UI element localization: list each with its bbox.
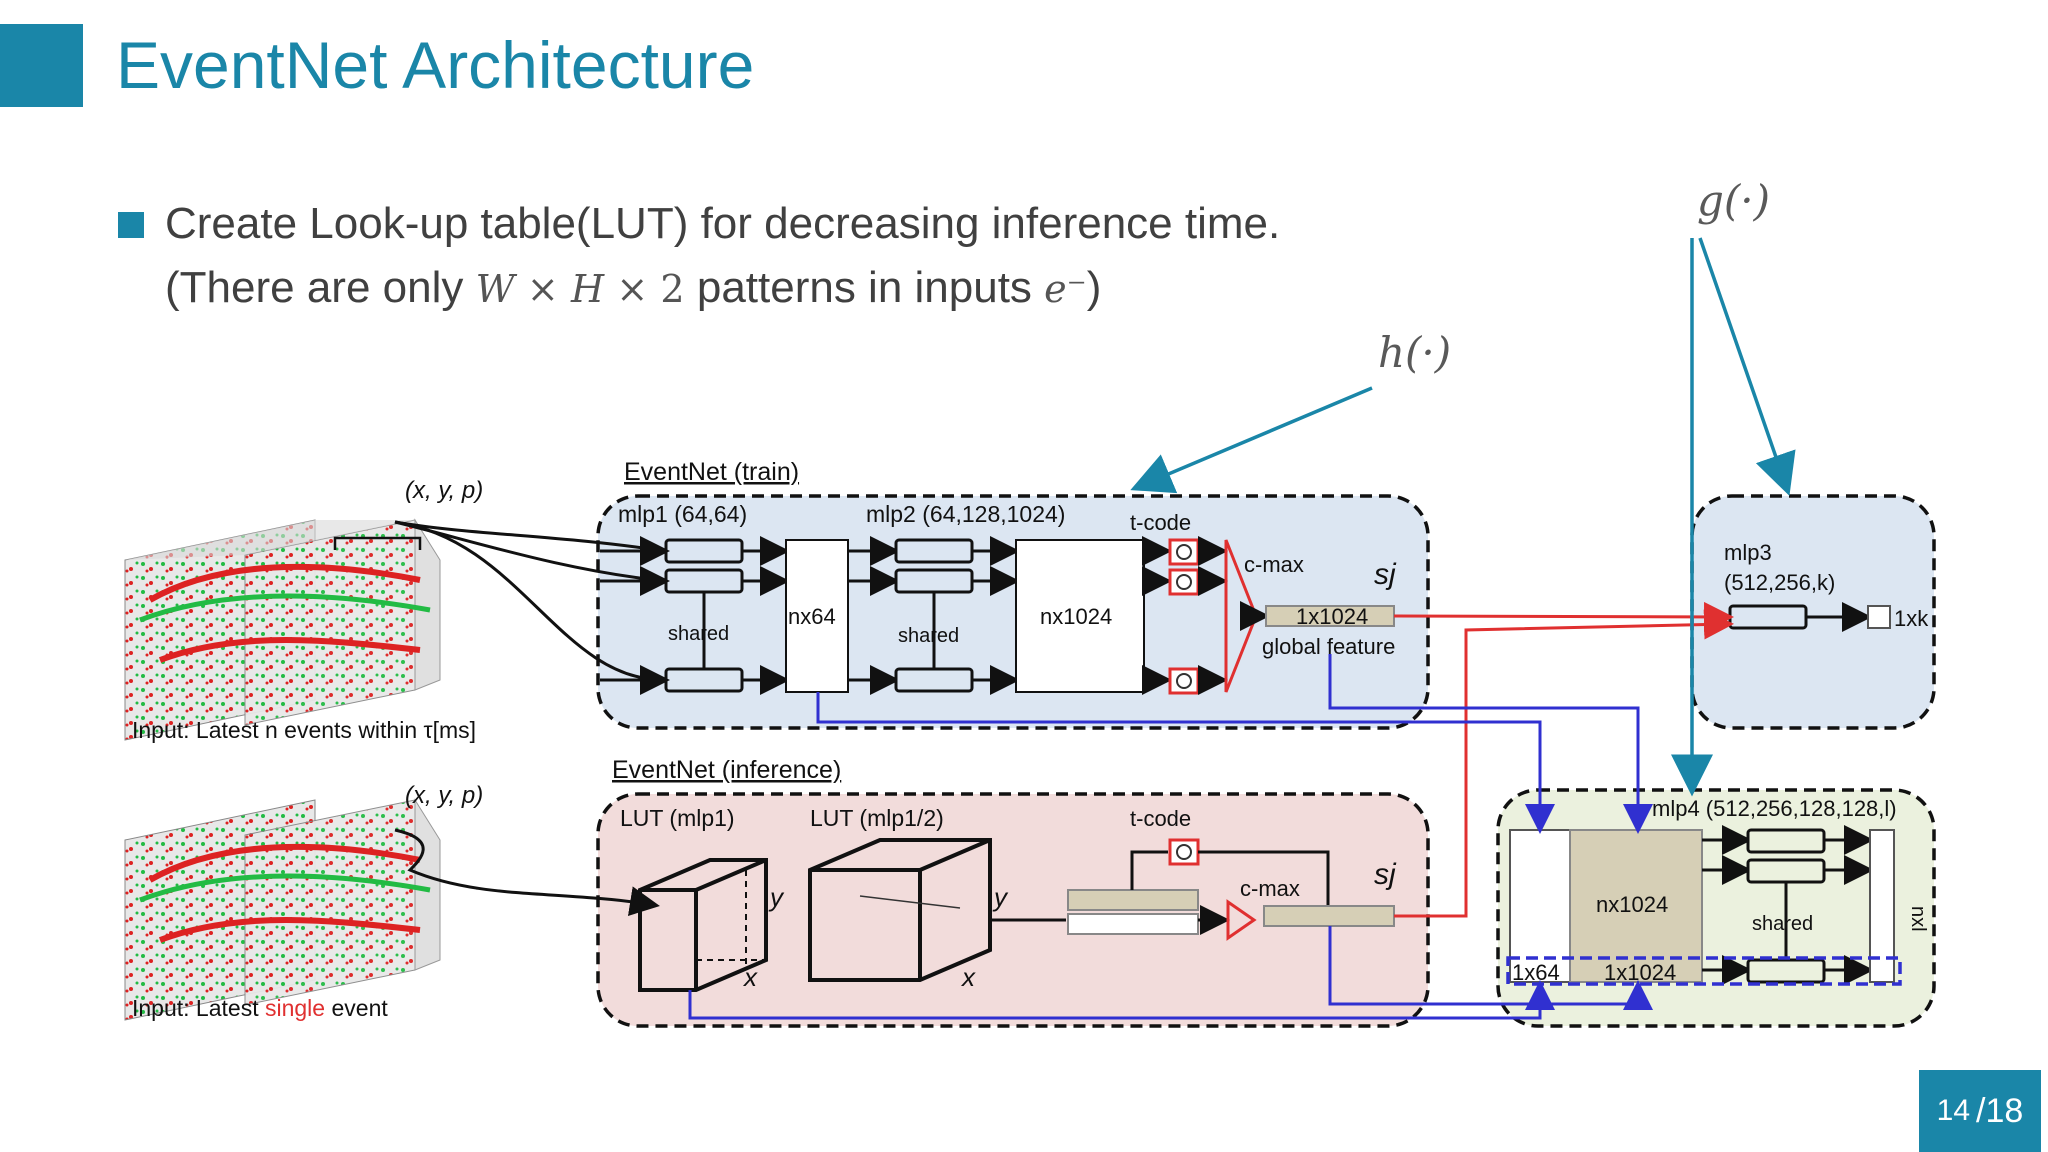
tcode-icon-n <box>1168 667 1200 695</box>
feature-1x1024-label: 1x1024 <box>1296 604 1368 629</box>
cmax-pool-inference <box>1226 899 1257 941</box>
tcode-label-train: t-code <box>1130 510 1191 535</box>
shared-label-mlp2: shared <box>898 625 959 647</box>
inference-title: EventNet (inference) <box>612 756 841 784</box>
tcode-icon-2 <box>1168 568 1200 596</box>
inference-global-feature <box>1263 905 1395 927</box>
mlp3-container <box>1690 494 1936 730</box>
nx64-feature-box <box>785 539 849 693</box>
h-function-label: h(·) <box>1378 328 1452 377</box>
tcode-icon-1 <box>1168 538 1200 566</box>
lut-mlp12-cube <box>808 838 992 982</box>
math-w: W <box>475 267 515 311</box>
output-1xk-label: 1xk <box>1894 606 1929 631</box>
blue-path-global-to-mlp4 <box>1328 654 1653 834</box>
page-number-badge: 14 /18 <box>1919 1070 2041 1152</box>
g-function-label: g(·) <box>1697 176 1771 225</box>
bullet-text-line-2: (There are only W × H × 2 patterns in in… <box>165 261 1101 316</box>
time-window-bracket <box>333 536 422 550</box>
lut1-axis-y: y <box>768 882 785 912</box>
bullet-line2-prefix: (There are only <box>165 263 464 312</box>
bullet-text-line-1: Create Look-up table(LUT) for decreasing… <box>165 199 1281 248</box>
tcode-icon-inference <box>1168 838 1200 866</box>
bullet-square-icon <box>118 212 144 238</box>
train-title: EventNet (train) <box>624 458 799 486</box>
mlp1-row-1 <box>664 538 744 564</box>
mlp1-label: mlp1 (64,64) <box>618 501 747 527</box>
math-h: H <box>570 267 605 311</box>
sj-label-inference: sj <box>1374 858 1397 891</box>
math-times-1: × <box>526 267 559 311</box>
lut2-axis-x: x <box>960 962 976 992</box>
mlp4-nx1024-label: nx1024 <box>1596 892 1668 917</box>
shared-label-mlp4: shared <box>1752 913 1813 935</box>
shared-label-mlp1: shared <box>668 623 729 645</box>
output-1xk-box <box>1867 605 1891 629</box>
g-annotation-arrow-to-mlp3 <box>1698 237 1796 496</box>
mlp4-label: mlp4 (512,256,128,128,l) <box>1652 796 1897 821</box>
nx1024-label: nx1024 <box>1040 604 1112 629</box>
slide-title: EventNet Architecture <box>116 28 755 102</box>
red-path-inference-to-mlp3 <box>1394 609 1734 918</box>
nxl-label: nxl <box>1907 906 1929 932</box>
xyp-label-train: (x, y, p) <box>405 477 483 504</box>
xyp-label-inference: (x, y, p) <box>405 782 483 809</box>
inference-feature-top <box>1067 889 1199 911</box>
page-total: /18 <box>1976 1091 2024 1130</box>
mlp2-row-2 <box>894 568 974 594</box>
mlp1-row-2 <box>664 568 744 594</box>
lut2-axis-y: y <box>992 882 1009 912</box>
math-two: 2 <box>660 267 685 311</box>
blue-path-lut-to-mlp4 <box>688 980 1555 1020</box>
blue-path-nx64-to-mlp4 <box>816 692 1555 834</box>
mlp2-row-1 <box>894 538 974 564</box>
mlp4-row-1 <box>1746 828 1826 854</box>
mlp4-1x64-label: 1x64 <box>1512 960 1560 985</box>
bullet-line2-suffix: ) <box>1086 263 1102 312</box>
mlp3-label-line2: (512,256,k) <box>1724 570 1835 595</box>
inference-feature-bottom <box>1067 913 1199 935</box>
nx64-label: nx64 <box>788 604 836 629</box>
cmax-label-train: c-max <box>1244 552 1304 577</box>
cmax-label-inference: c-max <box>1240 876 1300 901</box>
page-current: 14 <box>1936 1094 1971 1127</box>
mlp4-1x1024-label: 1x1024 <box>1604 960 1676 985</box>
input-train-caption: Input: Latest n events within τ[ms] <box>132 717 476 743</box>
mlp3-label-line1: mlp3 <box>1724 540 1772 565</box>
lut-mlp1-label: LUT (mlp1) <box>620 805 735 831</box>
mlp4-row-n <box>1746 958 1826 984</box>
mlp2-row-n <box>894 667 974 693</box>
input-inference-caption: Input: Latest single event <box>132 995 388 1021</box>
lut-mlp12-label: LUT (mlp1/2) <box>810 805 944 831</box>
lut-mlp1-cube <box>638 858 768 992</box>
tcode-label-inference: t-code <box>1130 806 1191 831</box>
mlp2-label: mlp2 (64,128,1024) <box>866 501 1065 527</box>
math-e-minus: e⁻ <box>1044 267 1087 311</box>
cmax-pool-train <box>1224 539 1258 693</box>
event-volume-inference-image <box>124 798 441 1021</box>
mlp4-row-2 <box>1746 858 1826 884</box>
mlp3-row <box>1728 604 1808 630</box>
nx1024-feature-box <box>1015 539 1145 693</box>
title-accent-block <box>0 24 83 107</box>
math-times-2: × <box>616 267 649 311</box>
red-path-train-to-mlp3 <box>1393 601 1734 632</box>
h-annotation-arrow <box>1130 386 1373 494</box>
lut1-axis-x: x <box>742 962 758 992</box>
mlp1-row-n <box>664 667 744 693</box>
bullet-line2-middle: patterns in inputs <box>696 263 1032 312</box>
sj-label-train: sj <box>1374 558 1397 591</box>
blue-path-inference-global-to-mlp4 <box>1328 926 1653 1010</box>
event-volume-train-image <box>124 518 441 741</box>
mlp4-inference-row <box>1506 956 1902 986</box>
